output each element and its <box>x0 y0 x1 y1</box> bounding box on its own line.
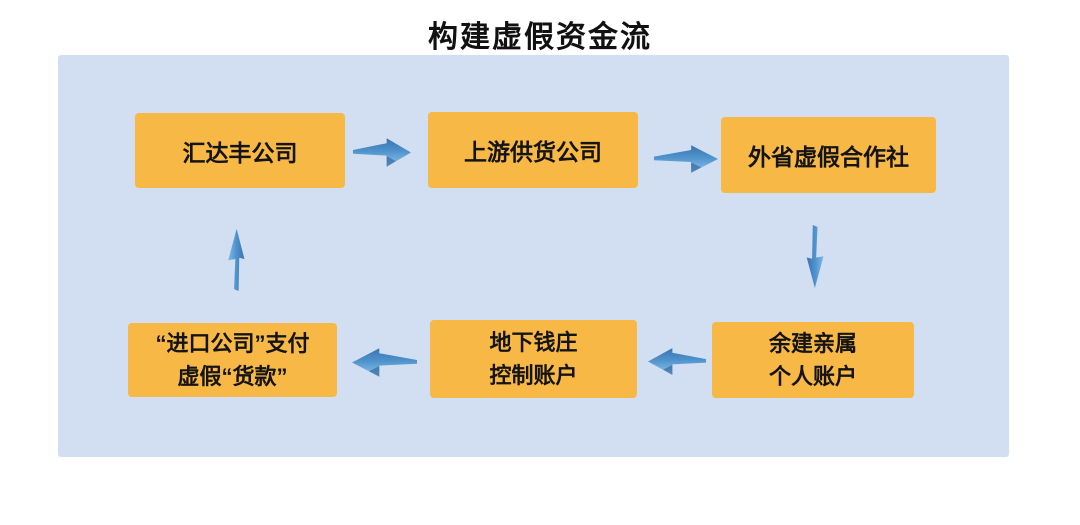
arrow-down-icon <box>802 225 829 290</box>
node-underground-bank-account: 地下钱庄 控制账户 <box>430 320 637 398</box>
node-import-company-payment: “进口公司”支付 虚假“货款” <box>128 323 337 397</box>
node-label: 虚假“货款” <box>177 364 288 389</box>
node-label: 余建亲属 <box>768 331 857 356</box>
page-title: 构建虚假资金流 <box>428 21 652 54</box>
node-relatives-personal-account: 余建亲属 个人账户 <box>712 322 914 398</box>
node-label: 上游供货公司 <box>464 139 602 165</box>
node-label: 控制账户 <box>489 363 578 388</box>
node-fake-cooperative: 外省虚假合作社 <box>721 117 936 193</box>
arrow-left-icon <box>352 347 417 378</box>
node-upstream-supplier: 上游供货公司 <box>428 112 638 188</box>
node-label: “进口公司”支付 <box>155 331 310 356</box>
node-label: 个人账户 <box>768 364 857 389</box>
arrow-right-icon <box>353 137 411 168</box>
arrow-left-icon <box>648 347 706 376</box>
node-huidafeng-company: 汇达丰公司 <box>135 113 345 188</box>
arrow-up-icon <box>223 227 249 291</box>
node-label: 外省虚假合作社 <box>748 144 909 170</box>
node-label: 地下钱庄 <box>489 330 578 355</box>
node-label: 汇达丰公司 <box>182 139 298 166</box>
arrow-right-icon <box>654 144 718 174</box>
